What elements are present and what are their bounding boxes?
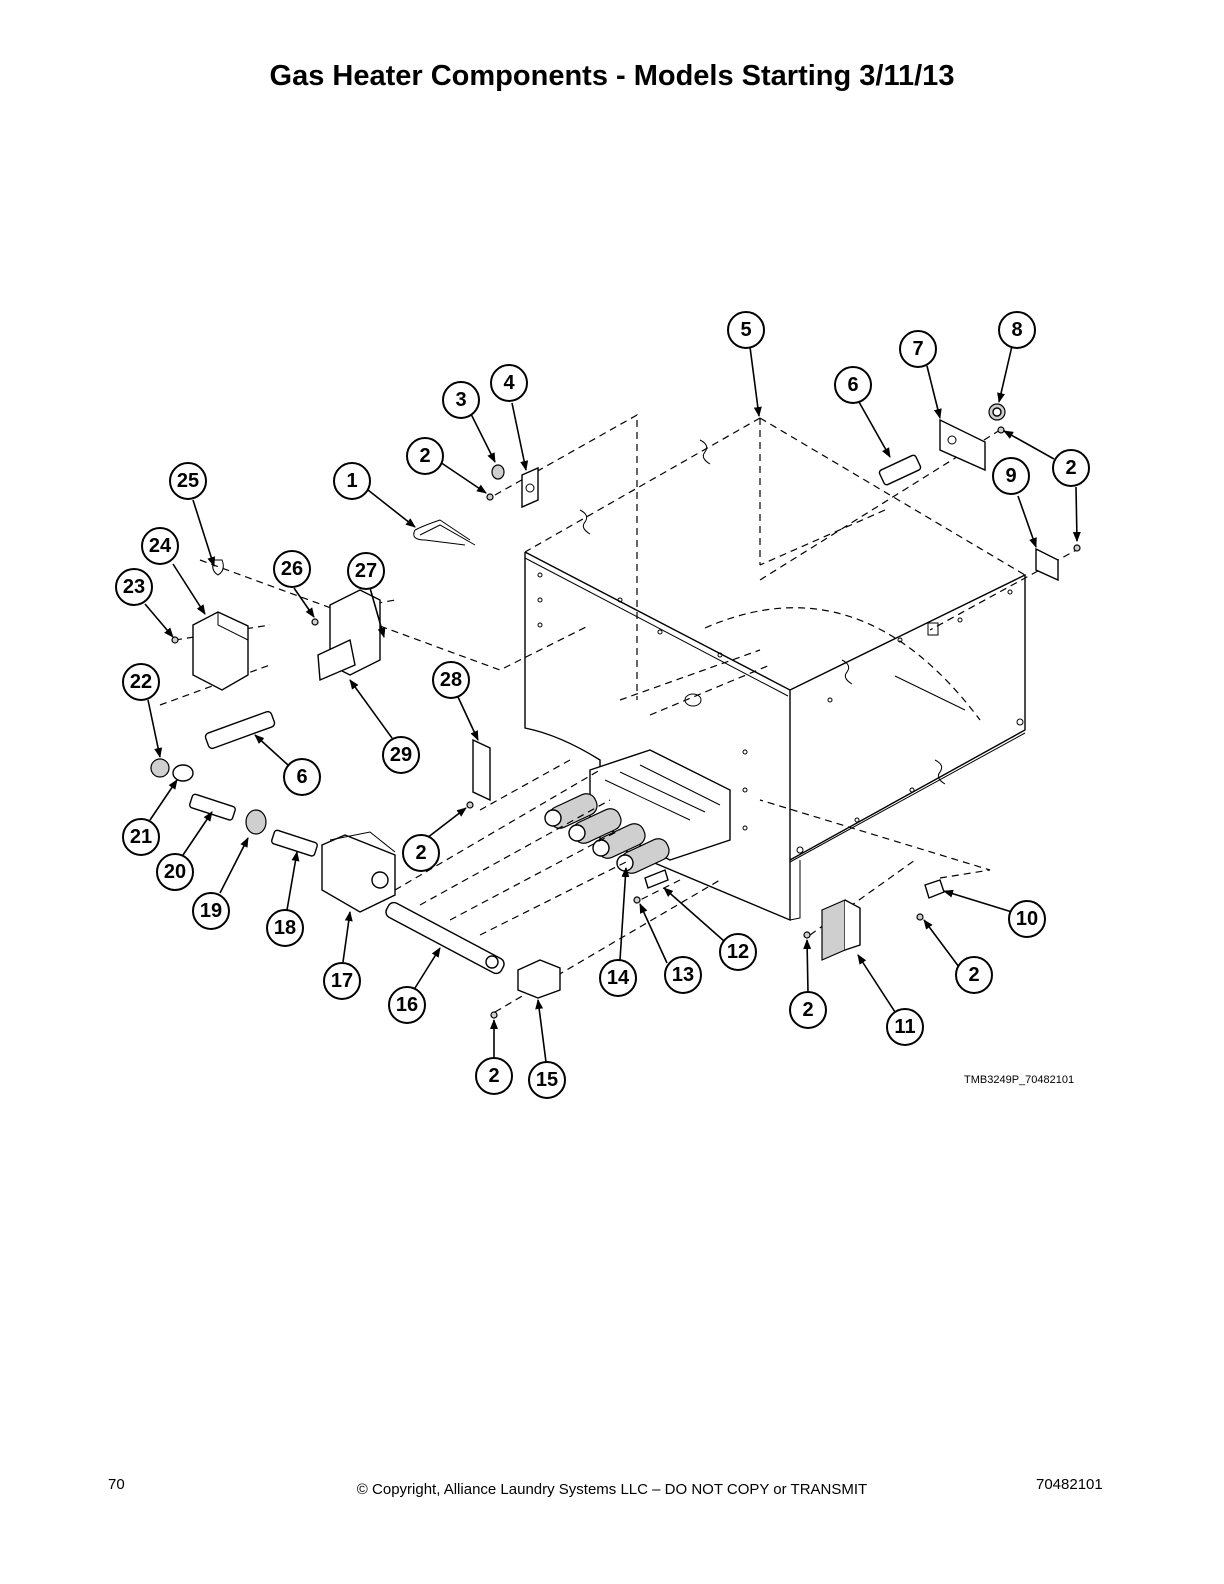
- svg-text:13: 13: [672, 964, 694, 986]
- copyright-notice: © Copyright, Alliance Laundry Systems LL…: [356, 1481, 868, 1498]
- svg-text:5: 5: [740, 319, 751, 341]
- callout-2: 2: [402, 834, 440, 872]
- small-parts: [150, 403, 1081, 1019]
- svg-text:11: 11: [894, 1016, 915, 1038]
- svg-text:16: 16: [396, 994, 418, 1016]
- callout-17: 17: [323, 962, 361, 1000]
- svg-text:10: 10: [1016, 908, 1038, 930]
- svg-text:2: 2: [802, 999, 813, 1021]
- svg-text:22: 22: [130, 671, 152, 693]
- callout-21: 21: [122, 818, 160, 856]
- svg-text:1: 1: [346, 470, 357, 492]
- svg-text:15: 15: [536, 1069, 558, 1091]
- callout-28: 28: [432, 661, 470, 699]
- document-number: 70482101: [1036, 1476, 1103, 1493]
- svg-text:8: 8: [1011, 319, 1022, 341]
- callout-24: 24: [141, 527, 179, 565]
- svg-text:28: 28: [440, 669, 462, 691]
- burner-assembly: [544, 749, 731, 874]
- svg-text:19: 19: [200, 900, 222, 922]
- callout-11: 11: [886, 1008, 924, 1046]
- callout-12: 12: [719, 933, 757, 971]
- callout-18: 18: [266, 909, 304, 947]
- svg-text:2: 2: [415, 842, 426, 864]
- svg-text:21: 21: [130, 826, 152, 848]
- svg-text:6: 6: [847, 374, 858, 396]
- callout-22: 22: [122, 663, 160, 701]
- callout-6: 6: [283, 758, 321, 796]
- callout-6: 6: [834, 366, 872, 404]
- callout-25: 25: [169, 462, 207, 500]
- page-title: Gas Heater Components - Models Starting …: [269, 60, 955, 92]
- callout-9: 9: [992, 457, 1030, 495]
- callout-13: 13: [664, 956, 702, 994]
- leader-lines: [144, 345, 1081, 1063]
- svg-text:9: 9: [1005, 465, 1016, 487]
- svg-text:23: 23: [123, 576, 145, 598]
- callout-14: 14: [599, 959, 637, 997]
- svg-text:24: 24: [149, 535, 172, 557]
- callout-15: 15: [528, 1061, 566, 1099]
- callout-5: 5: [727, 311, 765, 349]
- callout-20: 20: [156, 853, 194, 891]
- callout-2: 2: [789, 991, 827, 1029]
- callout-2: 2: [955, 956, 993, 994]
- callout-8: 8: [998, 311, 1036, 349]
- callout-2: 2: [406, 437, 444, 475]
- callout-23: 23: [115, 568, 153, 606]
- callout-16: 16: [388, 986, 426, 1024]
- svg-text:25: 25: [177, 470, 199, 492]
- callout-27: 27: [347, 552, 385, 590]
- svg-text:18: 18: [274, 917, 296, 939]
- callout-3: 3: [442, 381, 480, 419]
- callout-4: 4: [490, 364, 528, 402]
- svg-text:6: 6: [296, 766, 307, 788]
- svg-text:2: 2: [488, 1065, 499, 1087]
- svg-text:2: 2: [419, 445, 430, 467]
- callout-10: 10: [1008, 900, 1046, 938]
- svg-text:26: 26: [281, 558, 303, 580]
- page-number: 70: [108, 1476, 125, 1493]
- svg-text:3: 3: [455, 389, 466, 411]
- svg-text:20: 20: [164, 861, 186, 883]
- svg-text:12: 12: [727, 941, 749, 963]
- svg-text:2: 2: [968, 964, 979, 986]
- callout-29: 29: [382, 736, 420, 774]
- callout-2: 2: [475, 1057, 513, 1095]
- svg-text:29: 29: [390, 744, 412, 766]
- drawing-reference: TMB3249P_70482101: [964, 1074, 1075, 1086]
- svg-text:7: 7: [912, 338, 923, 360]
- svg-text:14: 14: [607, 967, 630, 989]
- svg-text:4: 4: [503, 372, 515, 394]
- callout-19: 19: [192, 892, 230, 930]
- callout-26: 26: [273, 550, 311, 588]
- callout-2: 2: [1052, 449, 1090, 487]
- svg-text:27: 27: [355, 560, 377, 582]
- callout-1: 1: [333, 462, 371, 500]
- svg-text:17: 17: [331, 970, 353, 992]
- callout-7: 7: [899, 330, 937, 368]
- svg-text:2: 2: [1065, 457, 1076, 479]
